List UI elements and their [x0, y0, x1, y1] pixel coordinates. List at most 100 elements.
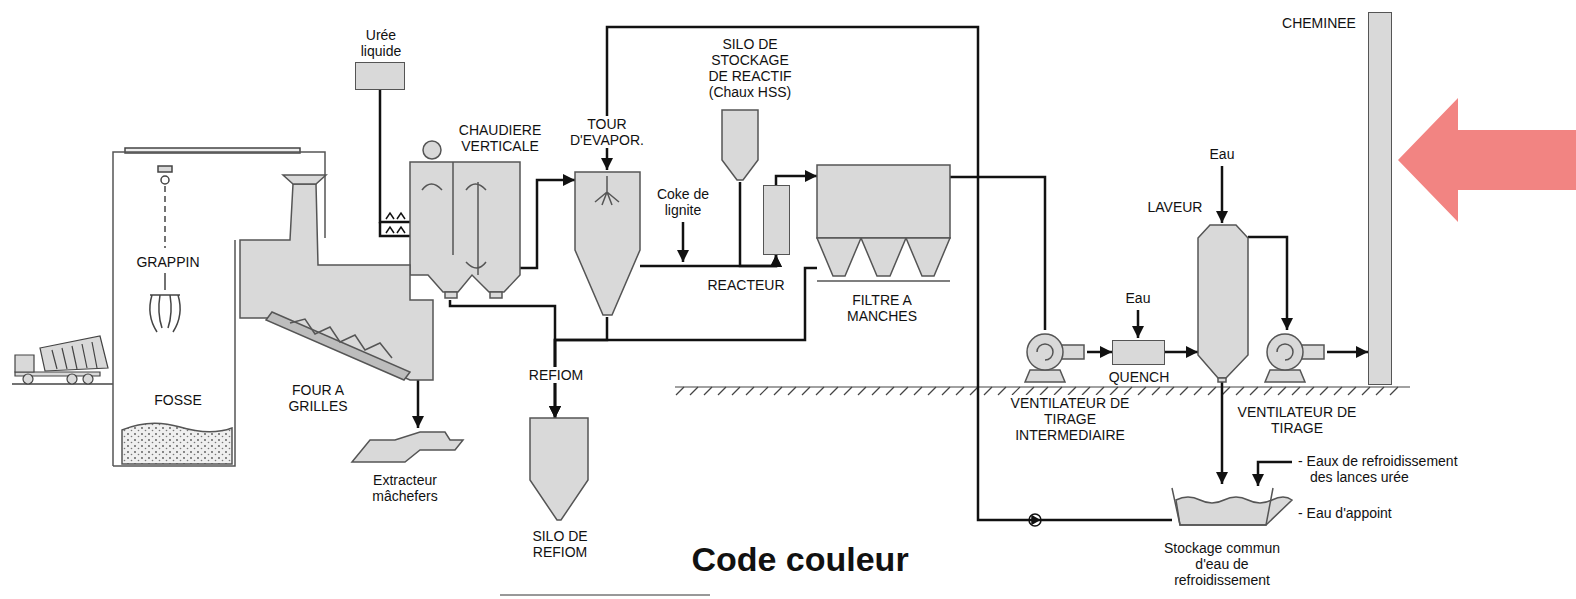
truck	[12, 336, 113, 384]
drawing-part	[40, 336, 108, 371]
text-box: GRAPPIN	[128, 254, 208, 270]
equipment-outline	[1198, 225, 1248, 378]
text-box: REFIOM	[511, 367, 601, 383]
ground-hatch	[746, 387, 754, 395]
equipment-shape	[1022, 330, 1087, 384]
ground-hatch	[1152, 387, 1160, 395]
equipment-shape	[237, 173, 433, 380]
ground-hatch	[830, 387, 838, 395]
ground-hatch	[1362, 387, 1370, 395]
ground-hatch	[1138, 387, 1146, 395]
equipment-outline	[1267, 334, 1303, 370]
ground-hatch	[844, 387, 852, 395]
label-text: - Eaux de refroidissement des lances uré…	[1298, 453, 1458, 485]
equipment-outline	[423, 141, 441, 159]
ground-hatch	[1348, 387, 1356, 395]
equipment-node: FOSSE	[113, 148, 327, 468]
equipment-outline	[290, 319, 392, 358]
ground-hatch	[676, 387, 684, 395]
ground-hatch	[1306, 387, 1314, 395]
ground-hatch	[1096, 387, 1104, 395]
label-text: REFIOM	[529, 367, 583, 383]
leader-arrows	[683, 166, 1292, 486]
equipment-outline	[530, 418, 588, 520]
flow-line	[1165, 351, 1198, 354]
label-text: FILTRE A MANCHES	[847, 292, 917, 324]
drawing-part	[150, 273, 180, 332]
ground-hatch	[1208, 387, 1216, 395]
label-text: Code couleur	[691, 540, 908, 578]
label-text: QUENCH	[1109, 369, 1170, 385]
ground-hatch	[1166, 387, 1174, 395]
flow-line	[417, 380, 420, 428]
ground-hatch	[1264, 387, 1272, 395]
equipment-outline	[266, 312, 410, 380]
equipment-outline	[240, 184, 433, 380]
flow-line	[1221, 382, 1224, 484]
text-box: Stockage commun d'eau de refroidissement	[1152, 540, 1292, 588]
ground-hatch	[1040, 387, 1048, 395]
label-text: TOUR D'EVAPOR.	[570, 116, 644, 148]
equipment-outline	[422, 184, 486, 268]
equipment-outline	[445, 292, 502, 298]
equipment-outline	[113, 152, 325, 466]
ground-hatch	[718, 387, 726, 395]
ground-hatch	[1026, 387, 1034, 395]
equipment-shape	[817, 163, 950, 283]
ground-hatch	[1068, 387, 1076, 395]
equipment-shape	[1198, 222, 1248, 382]
ground-hatch	[816, 387, 824, 395]
ground-hatch	[1012, 387, 1020, 395]
text-box: LAVEUR	[1140, 199, 1210, 215]
text-box: VENTILATEUR DE TIRAGE INTERMEDIAIRE	[995, 395, 1145, 443]
ground-hatch	[1194, 387, 1202, 395]
ground-hatch	[886, 387, 894, 395]
ground-hatch	[1236, 387, 1244, 395]
text-box: Urée liquide	[346, 27, 416, 59]
equipment-outline	[817, 165, 950, 238]
ground-hatch	[704, 387, 712, 395]
ground-hatch	[956, 387, 964, 395]
label-text: - Eau d'appoint	[1298, 505, 1392, 521]
equipment-outline	[283, 175, 326, 184]
urea-nozzles	[380, 213, 410, 236]
ground-hatch	[1376, 387, 1384, 395]
drawing-part	[682, 222, 685, 262]
flow-line	[950, 177, 1045, 330]
flow-line	[520, 180, 575, 268]
drawing-part	[83, 374, 93, 384]
text-box: SILO DE REFIOM	[520, 528, 600, 560]
ground-hatch	[774, 387, 782, 395]
label-text: FOUR A GRILLES	[288, 382, 347, 414]
label-text: Extracteur mâchefers	[372, 472, 437, 504]
equipment-node: FILTRE A MANCHES	[817, 163, 950, 283]
text-box: Eau	[1202, 146, 1242, 162]
label-text: LAVEUR	[1148, 199, 1203, 215]
text-box: CHEMINEE	[1274, 15, 1364, 31]
ground-hatch	[942, 387, 950, 395]
underline	[500, 595, 710, 596]
text-box: Coke de lignite	[648, 186, 718, 218]
flow-line	[380, 90, 410, 222]
equipment-node: SILO DE REFIOM	[530, 418, 588, 520]
ground-hatch	[914, 387, 922, 395]
ground-hatch	[690, 387, 698, 395]
ground-line	[675, 387, 1410, 395]
label-text: Eau	[1210, 146, 1235, 162]
label-text: VENTILATEUR DE TIRAGE INTERMEDIAIRE	[1011, 395, 1130, 443]
ground-hatch	[802, 387, 810, 395]
drawing-part	[161, 176, 169, 184]
equipment-outline	[1037, 344, 1053, 360]
text-box: FOUR A GRILLES	[278, 382, 358, 414]
drawing-part	[158, 166, 172, 172]
equipment-node: VENTILATEUR DE TIRAGE	[1262, 330, 1327, 384]
label-text: SILO DE REFIOM	[532, 528, 587, 560]
label-text: SILO DE STOCKAGE DE REACTIF (Chaux HSS)	[708, 36, 791, 100]
ground-hatch	[1334, 387, 1342, 395]
text-box: FOSSE	[138, 392, 218, 408]
text-box: CHAUDIERE VERTICALE	[444, 122, 556, 154]
text-box: QUENCH	[1104, 369, 1174, 385]
flow-line	[607, 27, 1172, 520]
drawing-part	[1258, 462, 1292, 486]
